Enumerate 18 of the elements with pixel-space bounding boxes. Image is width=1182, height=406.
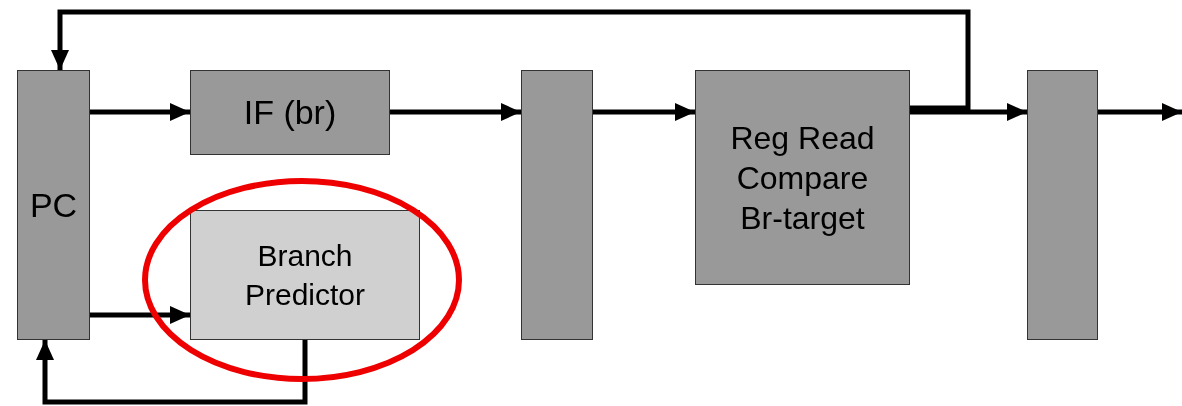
arrow xyxy=(1098,103,1182,121)
arrow xyxy=(910,103,1027,121)
arrow xyxy=(593,103,695,121)
pipeline-latch xyxy=(1027,70,1098,340)
predictor-box xyxy=(190,210,420,340)
arrow xyxy=(51,9,971,111)
node-label: IF (br) xyxy=(243,92,337,133)
arrow xyxy=(90,103,190,121)
pipeline-latch xyxy=(521,70,593,340)
node-label: Reg Read Compare Br-target xyxy=(729,118,876,238)
arrow xyxy=(90,306,190,324)
stage-box xyxy=(190,70,390,155)
node-label: Branch Predictor xyxy=(243,238,366,313)
node-label: PC xyxy=(29,184,78,226)
arrow xyxy=(390,103,521,121)
stage-box xyxy=(695,70,910,285)
register-box xyxy=(17,70,90,340)
arrow xyxy=(36,340,308,405)
